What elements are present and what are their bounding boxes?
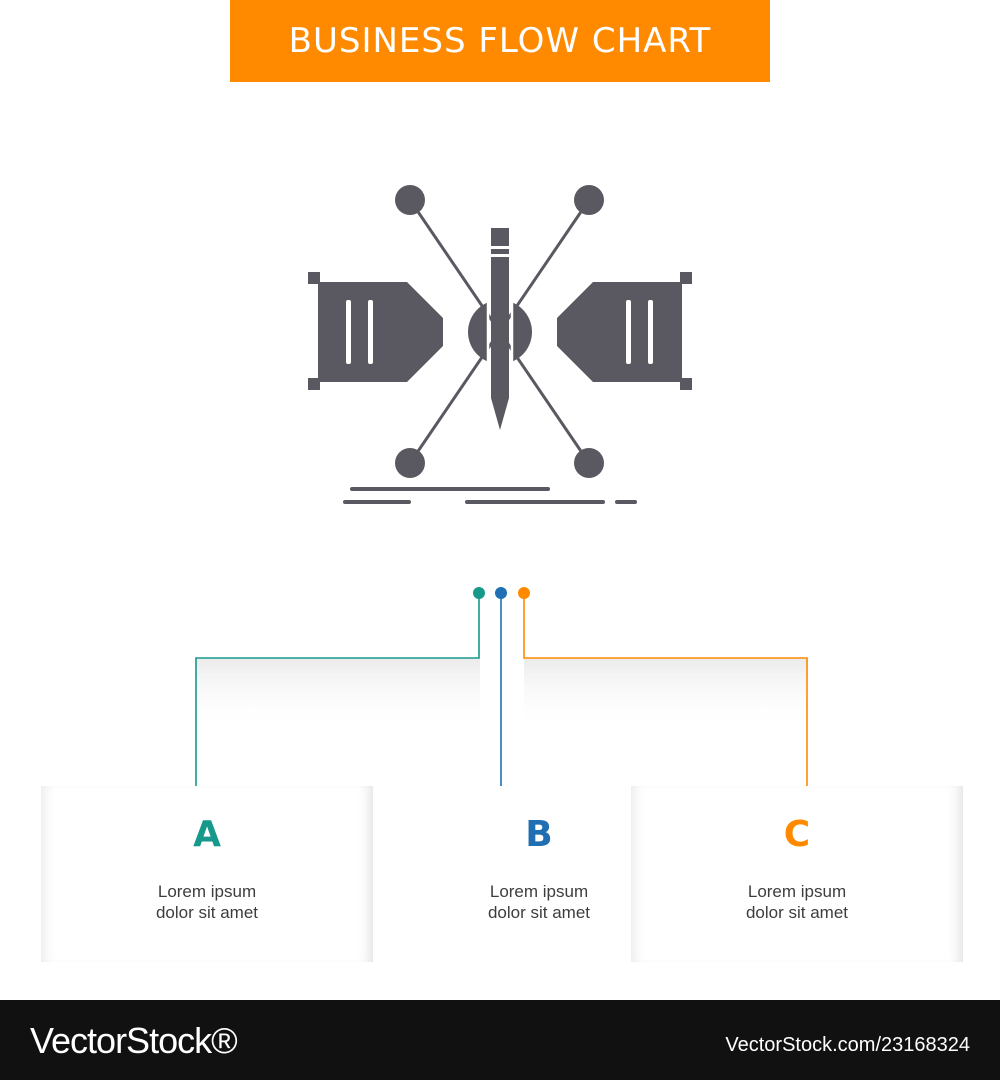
step-text-a: Lorem ipsum dolor sit amet — [155, 882, 259, 922]
footer-bar: VectorStock® VectorStock.com/23168324 — [0, 1000, 1000, 1080]
step-card-a: A Lorem ipsum dolor sit amet — [41, 786, 373, 962]
step-text-c: Lorem ipsum dolor sit amet — [745, 882, 849, 922]
vectorstock-logo: VectorStock® — [30, 1020, 238, 1061]
step-text-b: Lorem ipsum dolor sit amet — [487, 882, 591, 922]
connector-c — [523, 593, 808, 798]
step-letter-b: B — [525, 814, 553, 855]
vector-pen-bezier-icon — [308, 185, 692, 504]
dot-c — [518, 587, 530, 599]
page-title: BUSINESS FLOW CHART — [288, 21, 712, 61]
title-banner: BUSINESS FLOW CHART — [230, 0, 770, 82]
dot-a — [473, 587, 485, 599]
shadow-a — [196, 658, 480, 728]
step-letter-c: C — [783, 814, 811, 855]
image-id: VectorStock.com/23168324 — [725, 1034, 970, 1056]
step-card-c: C Lorem ipsum dolor sit amet — [631, 786, 963, 962]
shadow-c — [524, 658, 808, 728]
step-letter-a: A — [193, 814, 221, 855]
dot-b — [495, 587, 507, 599]
connector-a — [195, 593, 480, 798]
